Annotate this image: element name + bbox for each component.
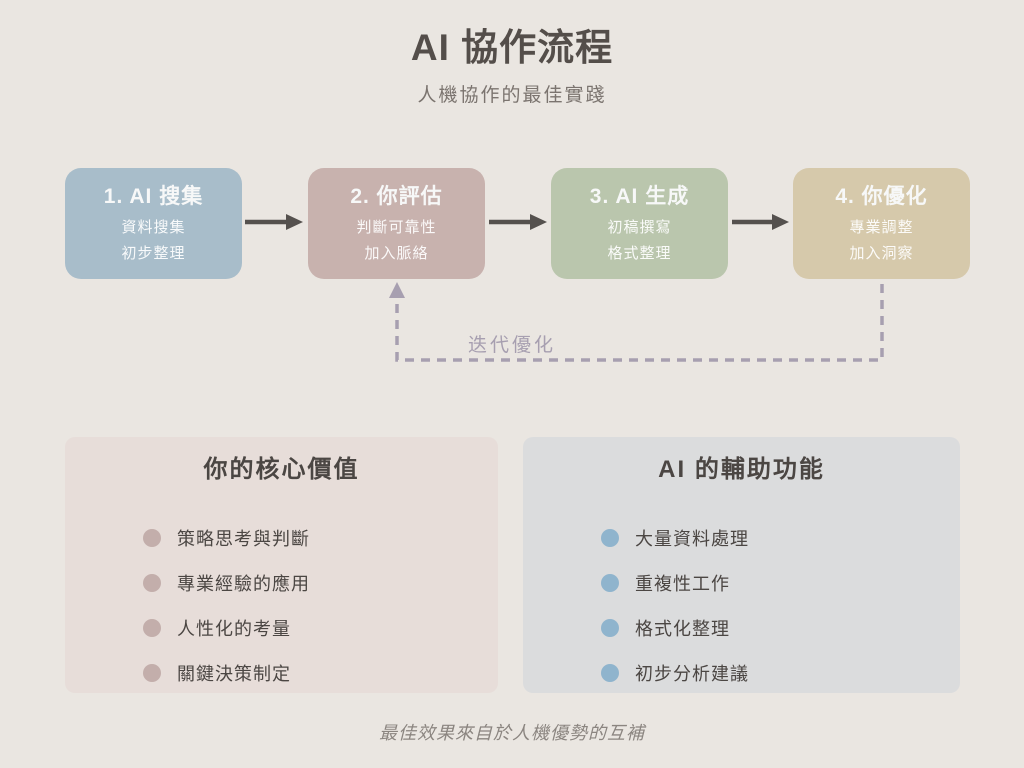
step-details: 專業調整 加入洞察 xyxy=(793,215,970,267)
step-detail: 加入洞察 xyxy=(849,245,914,262)
list-item: 關鍵決策制定 xyxy=(143,650,482,695)
step-details: 初稿撰寫 格式整理 xyxy=(551,215,728,267)
flow-step-3: 3. AI 生成 初稿撰寫 格式整理 xyxy=(551,168,728,279)
bullet-dot-icon xyxy=(143,573,161,592)
bullet-dot-icon xyxy=(601,528,619,547)
flow-step-2: 2. 你評估 判斷可靠性 加入脈絡 xyxy=(308,168,485,279)
arrow-up-icon xyxy=(389,282,405,298)
function-list: 大量資料處理 重複性工作 格式化整理 初步分析建議 xyxy=(601,515,944,695)
step-title: 2. 你評估 xyxy=(350,185,443,208)
list-item-label: 初步分析建議 xyxy=(635,663,749,684)
list-item: 初步分析建議 xyxy=(601,650,944,695)
header: AI 協作流程 人機協作的最佳實踐 xyxy=(0,0,1024,108)
bullet-dot-icon xyxy=(143,663,161,682)
step-detail: 專業調整 xyxy=(849,219,914,236)
list-item-label: 人性化的考量 xyxy=(177,618,291,639)
step-title: 1. AI 搜集 xyxy=(103,185,204,208)
step-title: 3. AI 生成 xyxy=(589,185,690,208)
step-detail: 資料搜集 xyxy=(121,219,186,236)
step-detail: 加入脈絡 xyxy=(364,245,429,262)
list-item-label: 專業經驗的應用 xyxy=(177,573,310,594)
list-item-label: 大量資料處理 xyxy=(635,528,749,549)
list-item: 大量資料處理 xyxy=(601,515,944,560)
loop-label: 迭代優化 xyxy=(467,335,556,356)
bullet-dot-icon xyxy=(601,663,619,682)
panel-your-core-value: 你的核心價值 策略思考與判斷 專業經驗的應用 人性化的考量 關鍵決策制定 xyxy=(65,437,498,693)
arrow-right-icon xyxy=(489,214,547,230)
step-details: 資料搜集 初步整理 xyxy=(65,215,242,267)
step-title: 4. 你優化 xyxy=(835,185,928,208)
step-details: 判斷可靠性 加入脈絡 xyxy=(308,215,485,267)
list-item-label: 格式化整理 xyxy=(635,618,730,639)
list-item-label: 重複性工作 xyxy=(635,573,730,594)
bullet-dot-icon xyxy=(143,528,161,547)
footer-note: 最佳效果來自於人機優勢的互補 xyxy=(379,723,645,743)
bullet-dot-icon xyxy=(143,618,161,637)
list-item-label: 關鍵決策制定 xyxy=(177,663,291,684)
page-title: AI 協作流程 xyxy=(410,27,614,68)
step-detail: 初步整理 xyxy=(121,245,186,262)
page-subtitle: 人機協作的最佳實踐 xyxy=(417,85,607,106)
panel-ai-functions: AI 的輔助功能 大量資料處理 重複性工作 格式化整理 初步分析建議 xyxy=(523,437,960,693)
list-item: 人性化的考量 xyxy=(143,605,482,650)
flow-step-1: 1. AI 搜集 資料搜集 初步整理 xyxy=(65,168,242,279)
arrow-right-icon xyxy=(732,214,789,230)
panel-title: 你的核心價值 xyxy=(203,456,360,483)
step-detail: 格式整理 xyxy=(607,245,672,262)
list-item-label: 策略思考與判斷 xyxy=(177,528,310,549)
value-list: 策略思考與判斷 專業經驗的應用 人性化的考量 關鍵決策制定 xyxy=(143,515,482,695)
flow-step-4: 4. 你優化 專業調整 加入洞察 xyxy=(793,168,970,279)
step-detail: 初稿撰寫 xyxy=(607,219,672,236)
arrow-right-icon xyxy=(245,214,303,230)
step-detail: 判斷可靠性 xyxy=(356,219,437,236)
list-item: 策略思考與判斷 xyxy=(143,515,482,560)
list-item: 專業經驗的應用 xyxy=(143,560,482,605)
list-item: 重複性工作 xyxy=(601,560,944,605)
bullet-dot-icon xyxy=(601,573,619,592)
list-item: 格式化整理 xyxy=(601,605,944,650)
panel-title: AI 的輔助功能 xyxy=(658,456,825,483)
bullet-dot-icon xyxy=(601,618,619,637)
